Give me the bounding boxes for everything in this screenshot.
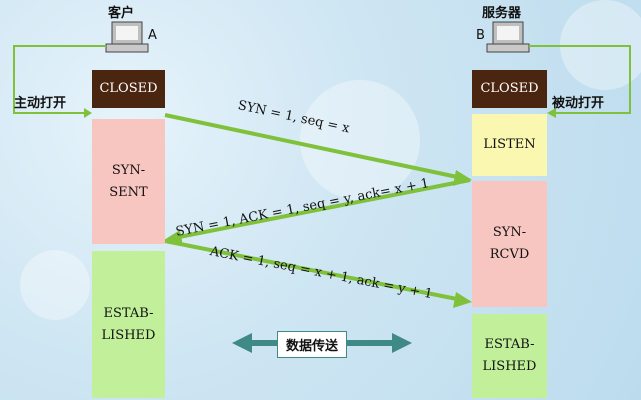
data-transfer-right-head: [392, 333, 412, 353]
data-transfer-label: 数据传送: [277, 331, 348, 358]
client-state-closed: CLOSED: [92, 70, 165, 108]
server-state-listen: LISTEN: [472, 114, 547, 176]
data-transfer-left-head: [232, 333, 252, 353]
server-letter: B: [476, 28, 485, 43]
passive-open-arrowhead: [547, 108, 556, 118]
client-state-syn-sent: SYN- SENT: [92, 119, 165, 244]
client-computer-icon: [105, 21, 149, 53]
active-open-arrowhead: [84, 108, 92, 118]
syn-ack-arrow: [173, 178, 471, 240]
passive-open-label: 被动打开: [552, 96, 605, 111]
server-computer-icon: [486, 21, 530, 53]
server-state-established: ESTAB- LISHED: [472, 314, 547, 398]
server-title: 服务器: [482, 6, 522, 21]
passive-open-arrow: [529, 45, 631, 114]
syn-arrow: [164, 113, 463, 180]
client-state-established: ESTAB- LISHED: [92, 251, 165, 398]
server-state-syn-rcvd: SYN- RCVD: [472, 181, 547, 307]
client-letter: A: [148, 28, 157, 43]
bg-bubble: [300, 80, 420, 200]
server-state-closed: CLOSED: [472, 70, 547, 108]
ack-arrowhead: [453, 292, 472, 308]
bg-bubble: [20, 250, 90, 320]
ack-arrow: [164, 239, 463, 302]
active-open-label: 主动打开: [14, 96, 67, 111]
client-title: 客户: [108, 6, 135, 21]
active-open-arrow: [13, 45, 106, 114]
